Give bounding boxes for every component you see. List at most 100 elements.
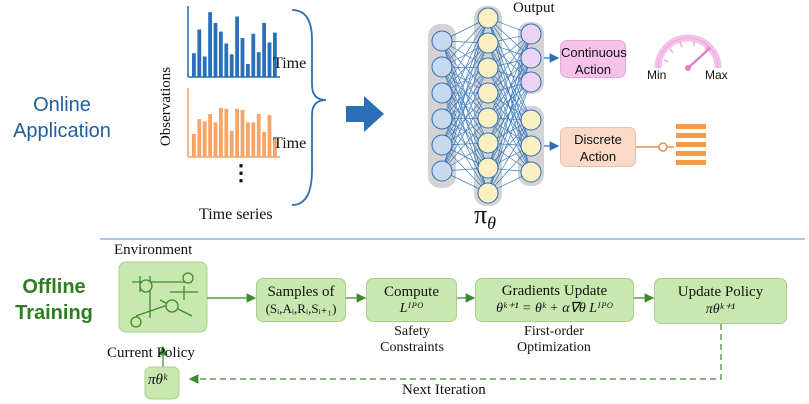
nn-node	[477, 7, 499, 29]
label-line: Optimization	[517, 340, 591, 355]
nn-node	[520, 109, 542, 131]
nn-node	[431, 160, 453, 182]
chart-bar	[246, 64, 250, 77]
nn-edge	[487, 42, 532, 121]
nn-edge	[441, 17, 489, 68]
nn-edge	[441, 67, 489, 172]
nn-edge	[441, 92, 489, 169]
nn-node	[431, 82, 453, 104]
gauge-icon	[654, 34, 722, 71]
nn-node	[431, 108, 453, 130]
policy-symbol: πθ	[474, 200, 496, 234]
nn-edge	[487, 17, 532, 121]
nn-edge	[441, 118, 489, 194]
chart-bar	[273, 32, 277, 77]
gradients-update-box: Gradients Update θᵏ⁺¹ = θᵏ + α∇θ Lᴵᴾᴼ	[475, 278, 634, 322]
chart-bar	[240, 109, 245, 157]
chart-bar	[273, 138, 277, 157]
box-formula: Lᴵᴾᴼ	[399, 301, 424, 316]
nn-node	[431, 56, 453, 78]
time-series-chart-blue	[187, 6, 280, 78]
chart-bar	[202, 121, 207, 157]
environment-box	[118, 261, 208, 333]
chart-bar	[229, 54, 234, 77]
chart-bar	[224, 43, 229, 77]
policy-network	[428, 6, 560, 206]
policy-theta: θ	[487, 213, 496, 234]
section-offline-training: Offline Training	[0, 274, 114, 326]
chart-bar	[256, 114, 261, 157]
chart-bar	[219, 107, 223, 157]
update-policy-box: Update Policy πθᵏ⁺¹	[654, 278, 787, 324]
discrete-action-box: Discrete Action	[560, 127, 636, 167]
block-arrow-icon	[346, 96, 384, 132]
nn-node	[477, 132, 499, 154]
ellipsis: ⋮	[230, 160, 252, 185]
next-iteration-label: Next Iteration	[402, 382, 486, 398]
action-label: Action	[579, 149, 617, 164]
nn-edge	[487, 17, 532, 83]
nn-edge	[487, 119, 532, 194]
chart-bar	[240, 38, 245, 77]
next-iteration-arrow	[188, 324, 722, 384]
section-online-application: Online Application	[2, 92, 122, 144]
nn-node	[520, 71, 542, 93]
action-label: Discrete	[574, 132, 622, 147]
chart-bar	[213, 22, 218, 77]
section-title-line: Training	[15, 302, 93, 324]
chart-bar	[213, 122, 218, 157]
nn-edge	[441, 17, 489, 94]
box-title: Samples of	[267, 284, 335, 300]
nn-edge	[487, 117, 532, 173]
chart-bar	[246, 122, 250, 157]
chart-bar	[208, 114, 212, 157]
chart-bar	[262, 131, 266, 157]
chart-x-label: Time	[273, 135, 307, 152]
nn-node	[477, 57, 499, 79]
gauge-min-label: Min	[647, 68, 667, 82]
chart-bar	[208, 12, 212, 77]
nn-edge	[441, 40, 489, 119]
nn-edge	[487, 67, 532, 121]
box-title: Compute	[384, 284, 439, 300]
chart-bar	[219, 31, 223, 77]
nn-edge	[441, 17, 489, 120]
chart-bar	[235, 16, 239, 77]
chart-bar	[267, 42, 272, 77]
chart-x-label: Time	[273, 55, 307, 72]
time-series-chart-orange	[187, 88, 280, 158]
nn-edge	[441, 117, 489, 172]
label-line: First-order	[524, 324, 584, 339]
nn-node	[520, 135, 542, 157]
section-title-line: Offline	[22, 276, 86, 298]
action-label: Continuous	[561, 45, 627, 60]
nn-node	[431, 134, 453, 156]
gauge-max-label: Max	[705, 68, 728, 82]
nn-edge	[487, 33, 532, 94]
nn-node	[477, 82, 499, 104]
label-line: Safety	[394, 324, 430, 339]
policy-k-label: πθᵏ	[148, 372, 168, 388]
samples-box: Samples of (Sᵢ,Aᵢ,Rᵢ,Sᵢ₊₁)	[256, 278, 346, 322]
chart-bar	[202, 56, 207, 77]
safety-constraints-label: Safety Constraints	[377, 324, 447, 356]
compute-box: Compute Lᴵᴾᴼ	[366, 278, 457, 322]
time-series-bracket	[291, 9, 327, 206]
discrete-action-icon	[636, 124, 706, 165]
chart-y-label: Observations	[158, 66, 175, 147]
time-series-label: Time series	[199, 206, 273, 223]
section-title-line: Online	[33, 94, 91, 116]
box-title: Gradients Update	[501, 283, 608, 299]
chart-bar	[224, 108, 229, 157]
nn-edge	[487, 33, 532, 119]
nn-node	[477, 107, 499, 129]
nn-edge	[441, 66, 489, 144]
policy-pi: π	[474, 200, 488, 229]
box-title: Update Policy	[677, 284, 764, 300]
chart-bar	[262, 22, 266, 77]
chart-bar	[192, 53, 196, 77]
chart-bar	[256, 52, 261, 77]
nn-edge	[487, 92, 532, 147]
section-title-line: Application	[13, 120, 111, 142]
